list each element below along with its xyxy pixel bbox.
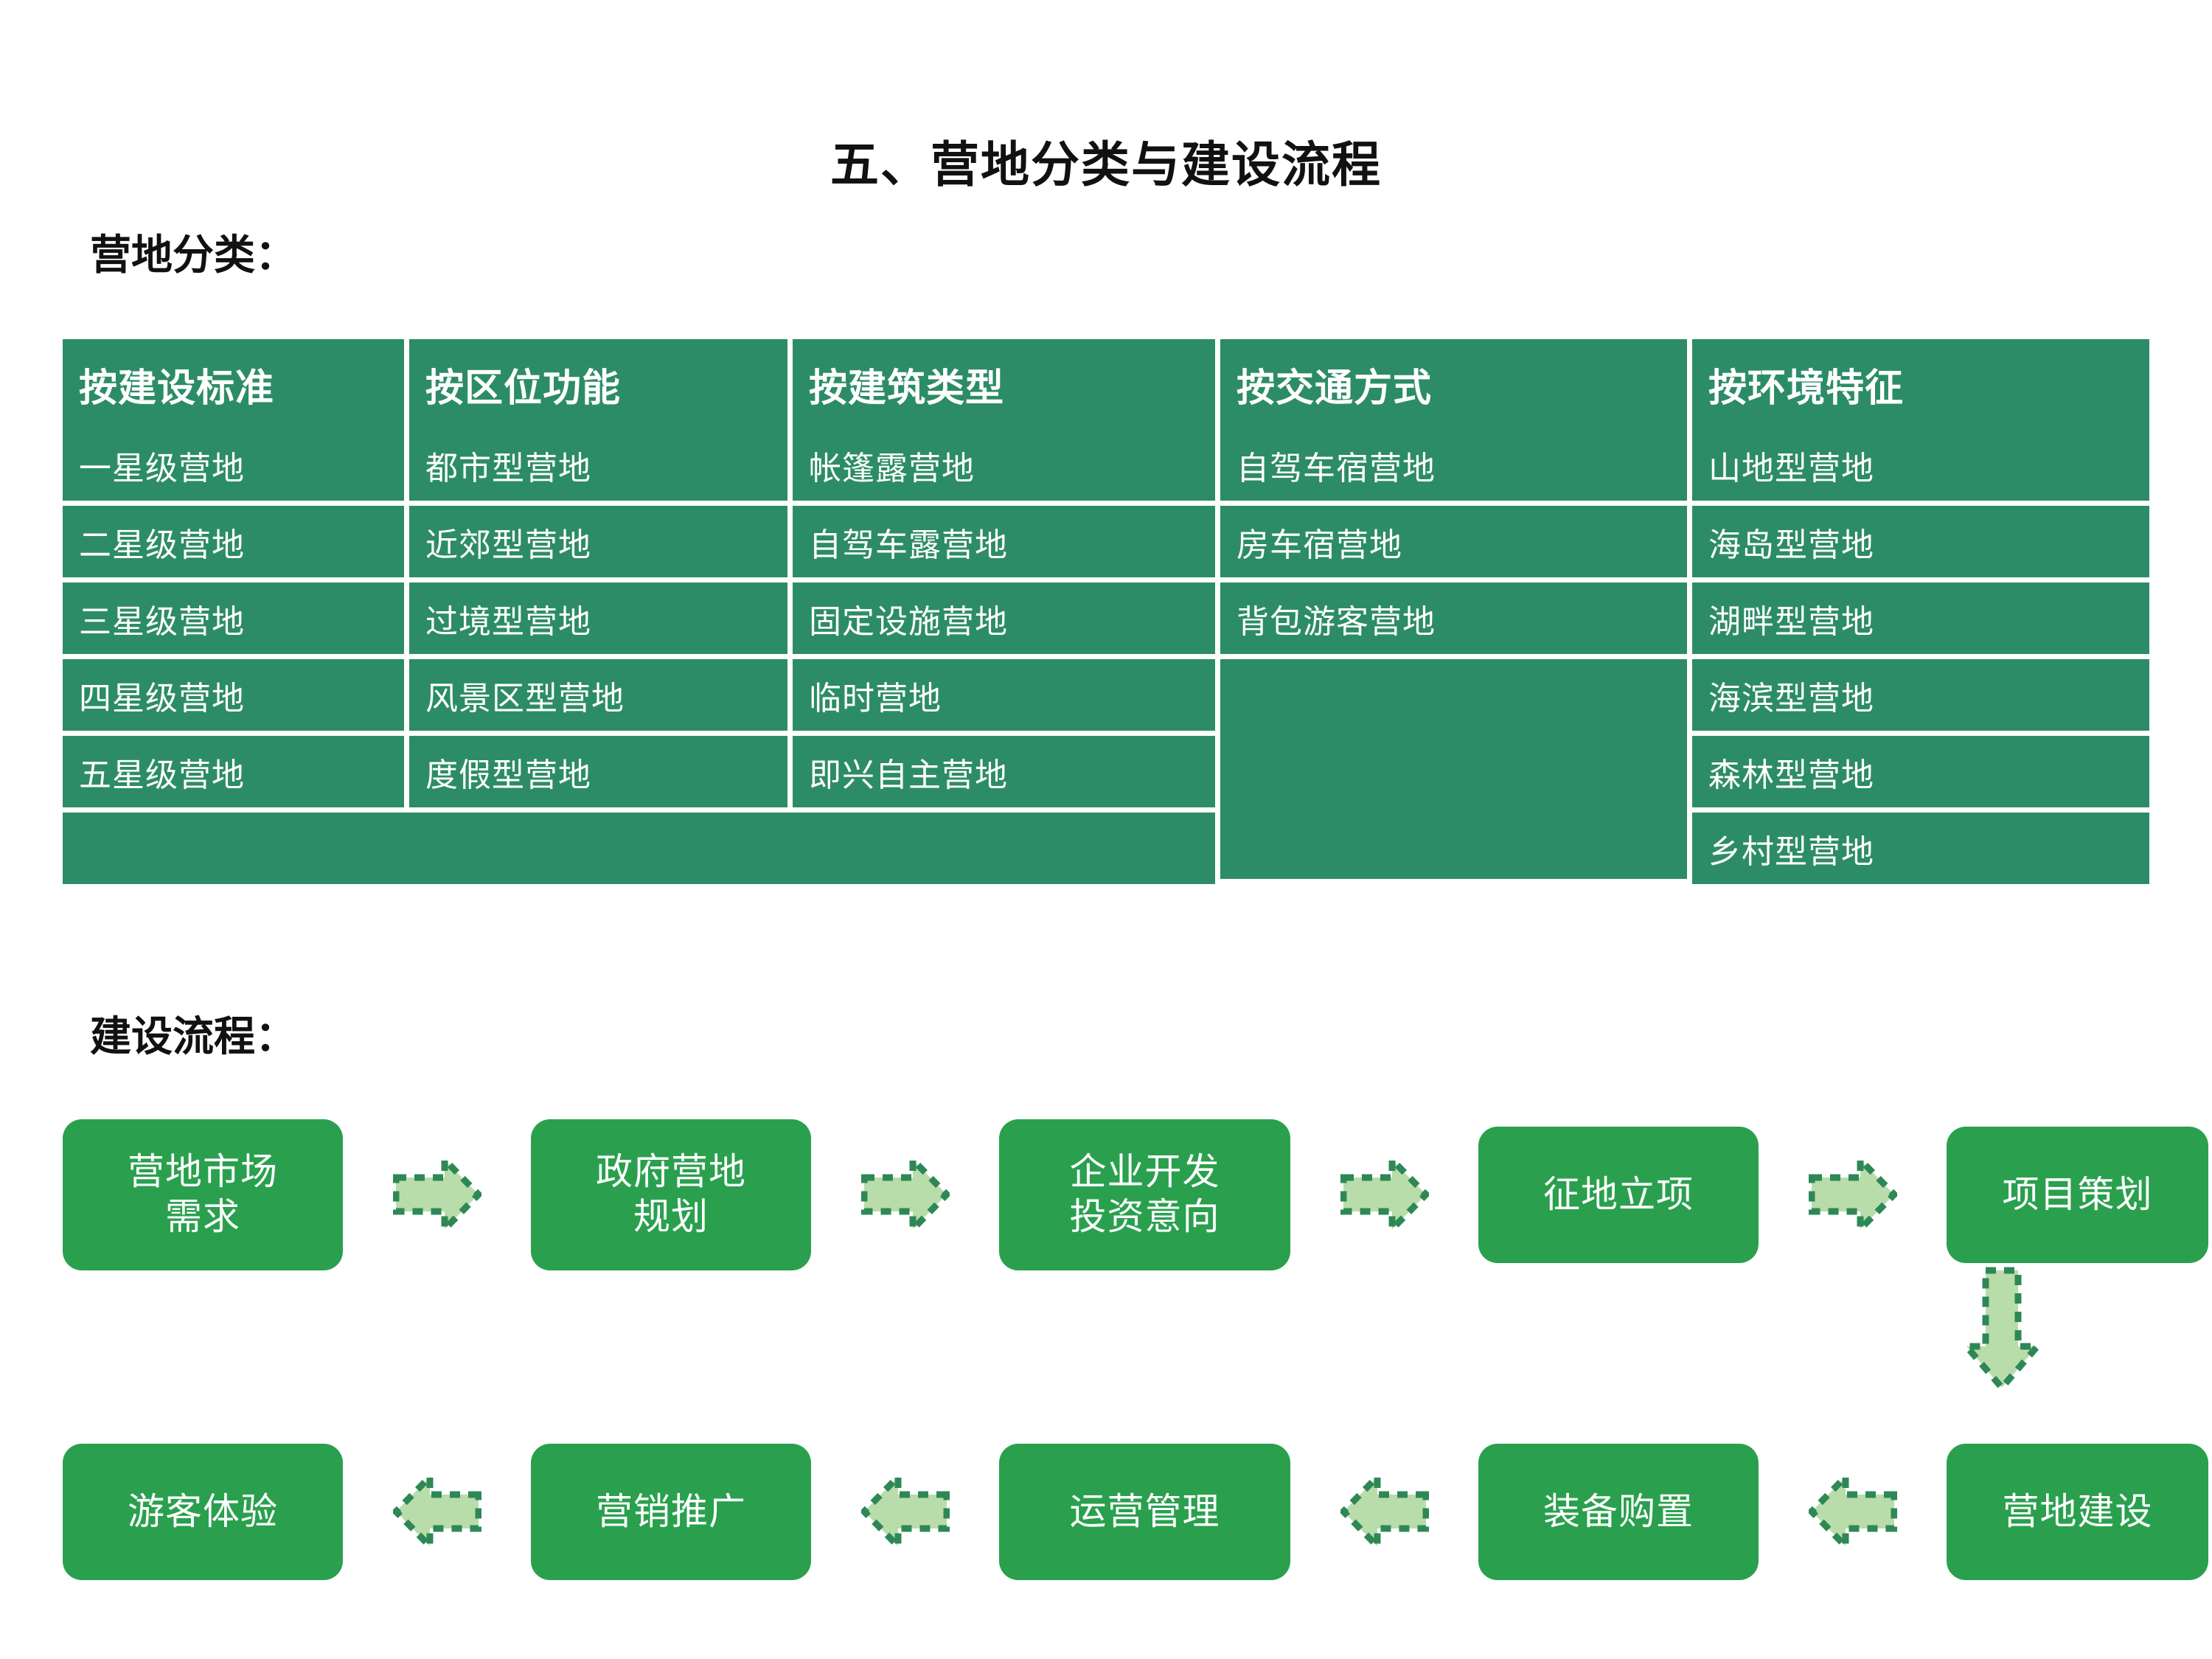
arrow-gap [1759,1471,1947,1552]
table-cell: 乡村型营地 [1692,813,2149,884]
table-cell: 帐篷露营地 [793,429,1220,506]
table-header-cell-2: 按建筑类型 [793,339,1220,429]
table-row: 五星级营地 度假型营地 即兴自主营地 森林型营地 [63,736,2149,813]
process-section-heading: 建设流程： [90,1013,296,1060]
table-cell: 海滨型营地 [1692,659,2149,736]
table-cell: 山地型营地 [1692,429,2149,506]
arrow-right-icon [860,1154,950,1235]
construction-process-flowchart: 营地市场需求 政府营地规划 企业开发投资意向 征地立项 [63,1106,2208,1600]
table-cell: 临时营地 [793,659,1220,736]
table-row: 乡村型营地 [63,813,2149,884]
classification-section-heading: 营地分类： [90,232,296,278]
table-cell-empty-transport [1220,659,1692,884]
flow-row-bottom: 游客体验 营销推广 运营管理 装备购置 [63,1423,2208,1600]
classification-table-wrapper: 按建设标准 按区位功能 按建筑类型 按交通方式 按环境特征 一星级营地 都市型营… [63,339,2149,884]
table-cell: 背包游客营地 [1220,582,1692,659]
table-cell: 二星级营地 [63,506,409,582]
flow-box-label: 运营管理 [1069,1490,1220,1532]
arrow-right-icon [1808,1154,1897,1235]
flow-box-label: 政府营地规划 [596,1151,746,1237]
arrow-gap [1290,1154,1478,1235]
table-cell: 近郊型营地 [409,506,793,582]
arrow-gap [1759,1154,1947,1235]
flow-box-label: 营地市场需求 [128,1151,278,1237]
table-cell: 过境型营地 [409,582,793,659]
table-row: 二星级营地 近郊型营地 自驾车露营地 房车宿营地 海岛型营地 [63,506,2149,582]
table-cell: 即兴自主营地 [793,736,1220,813]
arrow-left-icon [1808,1471,1897,1552]
arrow-left-icon [860,1471,950,1552]
flow-box-enterprise-investment[interactable]: 企业开发投资意向 [999,1119,1290,1270]
arrow-right-icon [1340,1154,1429,1235]
table-cell: 房车宿营地 [1220,506,1692,582]
table-header-row: 按建设标准 按区位功能 按建筑类型 按交通方式 按环境特征 [63,339,2149,429]
arrow-gap [811,1154,999,1235]
flow-box-label: 装备购置 [1543,1490,1694,1532]
table-cell: 自驾车宿营地 [1220,429,1692,506]
flow-box-government-planning[interactable]: 政府营地规划 [531,1119,811,1270]
arrow-gap [343,1471,531,1552]
arrow-gap [343,1154,531,1235]
table-cell: 四星级营地 [63,659,409,736]
table-cell: 自驾车露营地 [793,506,1220,582]
flow-box-marketing-promotion[interactable]: 营销推广 [531,1443,811,1580]
table-cell: 湖畔型营地 [1692,582,2149,659]
table-cell: 风景区型营地 [409,659,793,736]
page-title: 五、营地分类与建设流程 [830,137,1382,192]
arrow-left-icon [1340,1471,1429,1552]
table-cell: 度假型营地 [409,736,793,813]
flow-box-land-acquisition[interactable]: 征地立项 [1478,1126,1759,1263]
flow-box-project-planning[interactable]: 项目策划 [1947,1126,2208,1263]
table-cell-empty-merged [63,813,1220,884]
arrow-left-icon [392,1471,481,1552]
table-row: 一星级营地 都市型营地 帐篷露营地 自驾车宿营地 山地型营地 [63,429,2149,506]
table-cell: 一星级营地 [63,429,409,506]
arrow-gap [811,1471,999,1552]
table-cell: 三星级营地 [63,582,409,659]
arrow-right-icon [392,1154,481,1235]
table-cell: 森林型营地 [1692,736,2149,813]
table-row: 三星级营地 过境型营地 固定设施营地 背包游客营地 湖畔型营地 [63,582,2149,659]
table-row: 四星级营地 风景区型营地 临时营地 海滨型营地 [63,659,2149,884]
flow-box-operation-management[interactable]: 运营管理 [999,1443,1290,1580]
flow-box-label: 营销推广 [596,1490,746,1532]
table-header-cell-3: 按交通方式 [1220,339,1692,429]
arrow-gap [1290,1471,1478,1552]
flow-box-camp-construction[interactable]: 营地建设 [1947,1443,2208,1580]
table-cell: 海岛型营地 [1692,506,2149,582]
classification-table: 按建设标准 按区位功能 按建筑类型 按交通方式 按环境特征 一星级营地 都市型营… [63,339,2149,884]
flow-box-label: 征地立项 [1543,1173,1694,1215]
flow-box-market-demand[interactable]: 营地市场需求 [63,1119,343,1270]
flow-box-label: 游客体验 [128,1490,278,1532]
table-cell: 五星级营地 [63,736,409,813]
table-header-cell-0: 按建设标准 [63,339,409,429]
table-cell: 都市型营地 [409,429,793,506]
table-header-cell-4: 按环境特征 [1692,339,2149,429]
arrow-down-icon [1959,1267,2045,1393]
flow-box-label: 项目策划 [2002,1173,2153,1215]
flow-box-equipment-purchase[interactable]: 装备购置 [1478,1443,1759,1580]
flow-box-label: 企业开发投资意向 [1069,1151,1220,1237]
flow-box-label: 营地建设 [2002,1490,2153,1532]
flow-row-top: 营地市场需求 政府营地规划 企业开发投资意向 征地立项 [63,1106,2208,1283]
down-arrow-holder [1959,1267,2045,1396]
table-header-cell-1: 按区位功能 [409,339,793,429]
flow-box-visitor-experience[interactable]: 游客体验 [63,1443,343,1580]
table-cell: 固定设施营地 [793,582,1220,659]
